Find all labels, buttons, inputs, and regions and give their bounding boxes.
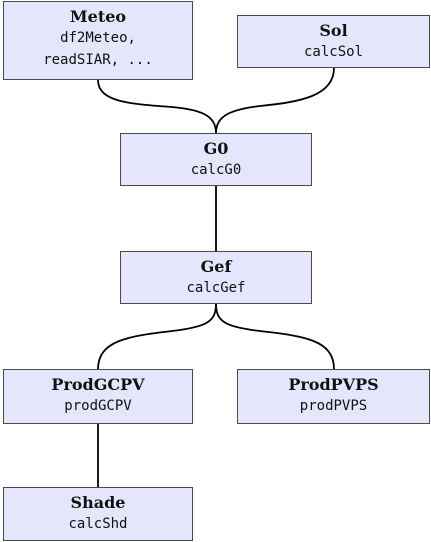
node-function: calcG0 bbox=[190, 162, 242, 178]
node-prodgcpv: ProdGCPV prodGCPV bbox=[3, 369, 193, 424]
node-title: Gef bbox=[200, 257, 232, 276]
node-title: Meteo bbox=[69, 7, 127, 26]
node-function: readSIAR, ... bbox=[43, 52, 153, 68]
node-function: calcSol bbox=[303, 44, 363, 60]
node-sol: Sol calcSol bbox=[237, 15, 430, 68]
node-prodpvps: ProdPVPS prodPVPS bbox=[237, 369, 430, 424]
node-function: prodGCPV bbox=[64, 398, 132, 414]
node-gef: Gef calcGef bbox=[120, 251, 312, 304]
node-shade: Shade calcShd bbox=[3, 487, 193, 541]
edge-sol-to-g0 bbox=[215, 67, 335, 134]
node-title: ProdGCPV bbox=[51, 375, 145, 394]
node-function: calcGef bbox=[186, 280, 246, 296]
node-title: Shade bbox=[70, 493, 126, 512]
node-title: Sol bbox=[319, 21, 348, 40]
node-title: G0 bbox=[203, 139, 229, 158]
edge-meteo-to-g0 bbox=[97, 79, 217, 134]
node-g0: G0 calcG0 bbox=[120, 133, 312, 186]
node-function: prodPVPS bbox=[299, 398, 368, 414]
node-function: df2Meteo, bbox=[60, 30, 136, 46]
edge-gef-to-prodpvps bbox=[215, 303, 335, 370]
node-meteo: Meteo df2Meteo, readSIAR, ... bbox=[3, 1, 193, 80]
node-function: calcShd bbox=[68, 516, 128, 532]
edge-gef-to-prodgcpv bbox=[97, 303, 217, 370]
node-title: ProdPVPS bbox=[288, 375, 379, 394]
